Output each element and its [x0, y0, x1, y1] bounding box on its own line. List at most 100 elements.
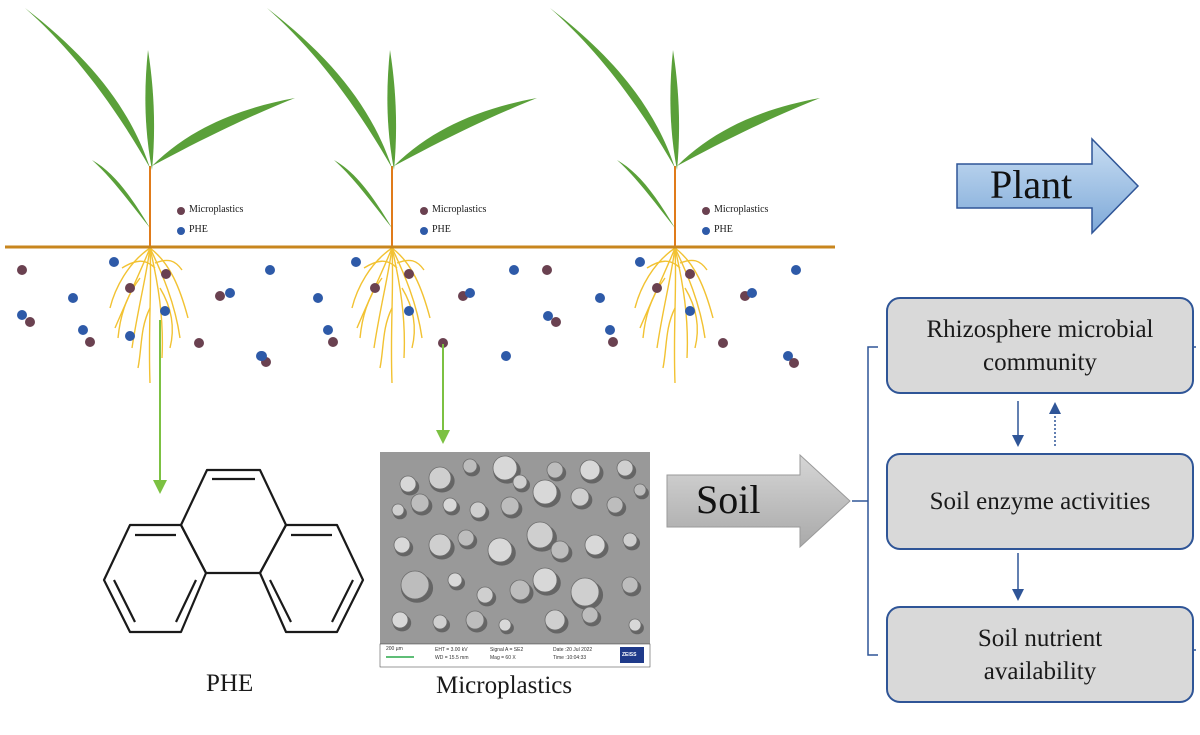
- phe-particle: [465, 288, 475, 298]
- legend-3: [702, 207, 710, 235]
- microplastic-particle: [328, 337, 338, 347]
- sem-particle: [498, 618, 512, 632]
- microplastic-particle: [194, 338, 204, 348]
- sem-particle: [447, 572, 463, 588]
- phe-particle: [595, 293, 605, 303]
- sem-scale-label: 200 µm: [386, 646, 403, 652]
- sem-particle: [633, 483, 647, 497]
- microplastics-sem-image: [379, 452, 651, 668]
- legend-2: [420, 207, 428, 235]
- microplastic-particle: [551, 317, 561, 327]
- legend-label-microplastics: Microplastics: [432, 204, 487, 215]
- phe-particle: [783, 351, 793, 361]
- phe-particle: [17, 310, 27, 320]
- sem-mag: Mag = 60 X: [490, 655, 516, 661]
- sem-particle: [391, 611, 409, 629]
- sem-particle: [457, 529, 475, 547]
- phe-particle: [509, 265, 519, 275]
- soil-enzyme-activities-box: Soil enzyme activities: [886, 453, 1194, 550]
- phe-particle: [351, 257, 361, 267]
- sem-wd: WD = 15.5 mm: [435, 655, 469, 661]
- phe-molecule-structure: [102, 468, 365, 634]
- phe-particle: [635, 257, 645, 267]
- phe-particle: [404, 306, 414, 316]
- sem-particle: [410, 493, 430, 513]
- box-line: Soil enzyme activities: [929, 488, 1151, 515]
- soil-arrow: [666, 453, 851, 549]
- sem-particle: [550, 540, 570, 560]
- phe-particle: [605, 325, 615, 335]
- sem-particle: [512, 474, 528, 490]
- sem-particle: [579, 459, 601, 481]
- legend-label-phe: PHE: [714, 224, 733, 235]
- microplastic-particle: [25, 317, 35, 327]
- sem-particle: [606, 496, 624, 514]
- sem-particle: [570, 577, 600, 607]
- sem-eht: EHT = 3.00 kV: [435, 647, 468, 653]
- phe-particle: [78, 325, 88, 335]
- box-line: Soil nutrient: [977, 624, 1103, 652]
- microplastic-particle: [685, 269, 695, 279]
- microplastics-label: Microplastics: [436, 672, 573, 699]
- phe-particle: [791, 265, 801, 275]
- phe-particle: [685, 306, 695, 316]
- sem-particle: [621, 576, 639, 594]
- sem-particle: [628, 618, 642, 632]
- sem-particle: [469, 501, 487, 519]
- phe-particle: [225, 288, 235, 298]
- sem-particle: [428, 466, 452, 490]
- phe-particle: [265, 265, 275, 275]
- microplastic-particle: [718, 338, 728, 348]
- phe-particle: [323, 325, 333, 335]
- sem-date: Date :20 Jul 2022: [553, 647, 593, 653]
- box-line: community: [983, 348, 1097, 376]
- sem-particle: [616, 459, 634, 477]
- left-bracket: [867, 346, 878, 656]
- legend-label-microplastics: Microplastics: [189, 204, 244, 215]
- sem-particle: [622, 532, 638, 548]
- sem-particle: [570, 487, 590, 507]
- microplastic-particle: [404, 269, 414, 279]
- phe-particle: [747, 288, 757, 298]
- sem-particle: [492, 455, 518, 481]
- microplastics-down-arrow: [436, 344, 450, 444]
- sem-particle: [400, 570, 430, 600]
- sem-particle: [544, 609, 566, 631]
- plant-arrow: [956, 137, 1140, 235]
- arrow-enzyme-to-nutrient: [1012, 553, 1024, 601]
- legend-label-microplastics: Microplastics: [714, 204, 769, 215]
- microplastic-particle: [215, 291, 225, 301]
- arrow-enzyme-to-microbe: [1049, 402, 1061, 446]
- sem-particle: [581, 606, 599, 624]
- sem-signal: Signal A = SE2: [490, 647, 524, 653]
- sem-particle: [509, 579, 531, 601]
- arrow-microbe-to-enzyme: [1012, 401, 1024, 447]
- microplastic-particle: [85, 337, 95, 347]
- plant-3: [549, 7, 821, 384]
- legend-label-phe: PHE: [189, 224, 208, 235]
- sem-particle: [476, 586, 494, 604]
- sem-particle: [432, 614, 448, 630]
- phe-particle: [257, 351, 267, 361]
- sem-particle: [393, 536, 411, 554]
- sem-particle: [465, 610, 485, 630]
- phe-particle: [160, 306, 170, 316]
- plant-2: [266, 7, 538, 384]
- plant-arrow-label: Plant: [990, 162, 1073, 207]
- legend-1: [177, 207, 185, 235]
- sem-particle: [546, 461, 564, 479]
- microplastic-particle: [789, 358, 799, 368]
- sem-particle: [487, 537, 513, 563]
- sem-particle: [584, 534, 606, 556]
- sem-particle: [391, 503, 405, 517]
- sem-particle: [526, 521, 554, 549]
- microplastic-particle: [17, 265, 27, 275]
- phe-down-arrow: [153, 320, 167, 494]
- microplastic-particle: [608, 337, 618, 347]
- zeiss-logo: ZEISS: [622, 652, 637, 658]
- phe-particle: [313, 293, 323, 303]
- soil-particles: [17, 257, 801, 368]
